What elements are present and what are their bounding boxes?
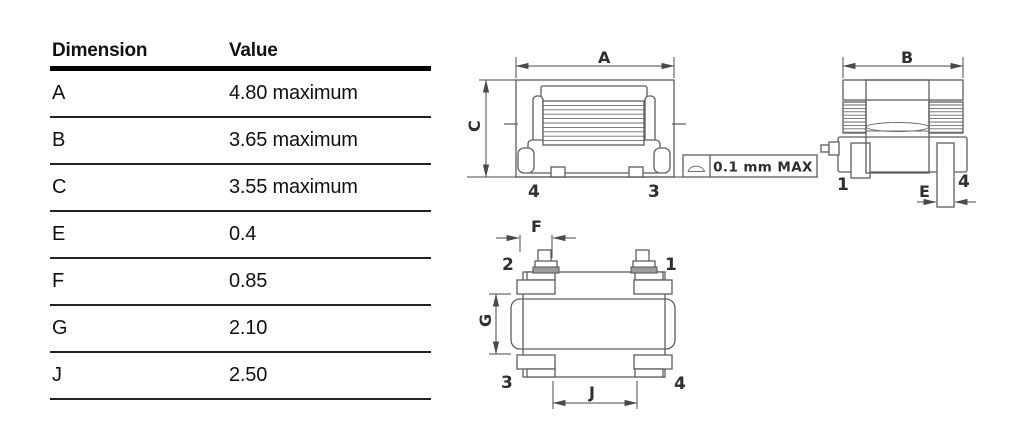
pin-label-4: 4: [674, 374, 686, 394]
table-row: B 3.65 maximum: [50, 118, 431, 165]
terminal-pad-2: [516, 279, 556, 295]
terminal-pad-1: [633, 279, 673, 295]
drum-core-cylinder: [510, 298, 676, 350]
row-dimension-label: E: [52, 223, 66, 245]
row-dimension-value: 3.65 maximum: [229, 129, 358, 151]
terminal-pad-3: [516, 354, 556, 370]
dimension-j: J: [552, 381, 638, 409]
coil-winding-right: [928, 101, 964, 134]
pin-bump-1: [630, 249, 658, 274]
solder-foot: [628, 166, 644, 178]
row-dimension-value: 3.55 maximum: [229, 176, 358, 198]
dimension-g: G: [476, 293, 511, 355]
winding-turns: [843, 104, 866, 133]
pin-label-1: 1: [665, 255, 677, 275]
table-row: C 3.55 maximum: [50, 165, 431, 212]
header-dimension: Dimension: [52, 40, 148, 61]
row-dimension-label: F: [52, 270, 65, 292]
row-dimension-value: 0.4: [229, 223, 257, 245]
coplanarity-callout: 0.1 mm MAX: [682, 154, 818, 178]
terminal-pad-1: [850, 142, 871, 179]
pin-label-2: 2: [502, 255, 514, 275]
dimension-e: E: [917, 182, 976, 206]
dim-label-f: F: [531, 217, 542, 236]
core-round-section: [866, 122, 929, 132]
dim-label-b: B: [901, 48, 913, 67]
pin-label-3: 3: [648, 182, 660, 202]
dim-label-e: E: [919, 182, 930, 201]
dimension-b: B: [842, 48, 964, 78]
technical-drawings: A C 4 3 0.1 mm MAX: [465, 48, 976, 409]
drum-core: [865, 79, 930, 174]
row-dimension-label: J: [52, 364, 62, 386]
table-row: E 0.4: [50, 212, 431, 259]
dimension-table: Dimension Value A 4.80 maximum B 3.65 ma…: [50, 36, 431, 400]
lead-wire: [820, 144, 830, 153]
front-view-drawing: A C 4 3: [465, 48, 818, 202]
dim-label-c: C: [465, 120, 484, 132]
side-view-drawing: B E 1 4: [820, 48, 976, 208]
table-row: A 4.80 maximum: [50, 71, 431, 118]
terminal-pad-4: [633, 354, 673, 370]
terminal-pad-4: [936, 142, 955, 208]
lead-wire-step: [828, 141, 840, 156]
pin-label-1: 1: [837, 175, 849, 195]
flatness-icon: [687, 165, 706, 172]
header-value: Value: [229, 40, 278, 61]
dim-label-a: A: [598, 48, 611, 67]
top-view-drawing: F G J 2 1 3 4: [476, 217, 686, 409]
pin-label-4: 4: [958, 172, 970, 192]
top-flange: [842, 79, 964, 101]
row-dimension-label: A: [52, 82, 66, 104]
callout-frame: [682, 154, 818, 178]
pin-label-4: 4: [528, 182, 540, 202]
pad-step: [526, 368, 556, 378]
terminal-foot-left: [517, 147, 535, 174]
row-dimension-value: 0.85: [229, 270, 268, 292]
row-dimension-label: G: [52, 317, 68, 339]
row-dimension-value: 2.10: [229, 317, 268, 339]
row-dimension-value: 4.80 maximum: [229, 82, 358, 104]
dim-label-j: J: [588, 383, 595, 402]
table-row: J 2.50: [50, 353, 431, 400]
dimension-f: F: [496, 217, 576, 258]
pin-label-3: 3: [501, 373, 513, 393]
dimension-c: C: [465, 79, 516, 178]
row-dimension-value: 2.50: [229, 364, 268, 386]
pad-step: [634, 368, 664, 378]
table-header-row: Dimension Value: [50, 36, 431, 71]
solder-foot: [550, 166, 566, 178]
coplanarity-text: 0.1 mm MAX: [713, 160, 813, 176]
winding-turns: [543, 104, 644, 142]
bobbin-top-flange: [540, 85, 648, 103]
table-row: F 0.85: [50, 259, 431, 306]
table-row: G 2.10: [50, 306, 431, 353]
terminal-foot-right: [653, 147, 671, 174]
dim-label-g: G: [476, 314, 495, 327]
dimension-a: A: [515, 48, 675, 78]
pin-bump-2: [532, 249, 560, 274]
row-dimension-label: C: [52, 176, 67, 198]
winding-turns: [929, 104, 963, 133]
row-dimension-label: B: [52, 129, 66, 151]
